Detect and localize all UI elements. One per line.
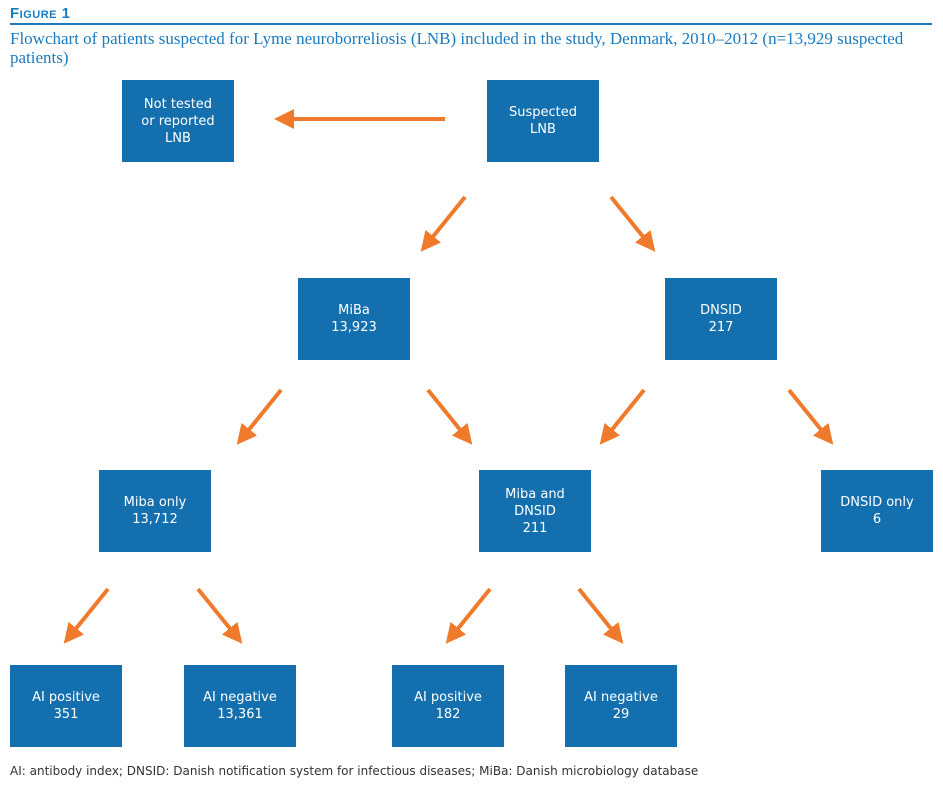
node-value: 182 — [435, 707, 461, 722]
node-dnsid-only: DNSID only 6 — [821, 470, 933, 552]
node-ai-positive-miba-and-dnsid: AI positive 182 — [392, 665, 504, 747]
arrow-suspected-to-dnsid — [609, 195, 656, 252]
arrow-dnsid-to-miba-and-dnsid — [599, 388, 646, 445]
node-label: Suspected LNB — [508, 105, 577, 137]
node-label: Miba and DNSID — [505, 486, 565, 519]
node-value: 6 — [872, 512, 882, 527]
node-miba-and-dnsid: Miba and DNSID 211 — [479, 470, 591, 552]
arrow-miba-and-dnsid-to-ai-pos-2 — [445, 587, 492, 644]
figure-label: Figure 1 — [10, 5, 71, 22]
node-label: DNSID only — [840, 495, 914, 510]
arrow-miba-and-dnsid-to-ai-neg-2 — [577, 587, 624, 644]
node-label: AI negative — [203, 690, 277, 705]
footnote: AI: antibody index; DNSID: Danish notifi… — [10, 764, 699, 778]
node-ai-negative-miba-only: AI negative 13,361 — [184, 665, 296, 747]
figure-caption: Flowchart of patients suspected for Lyme… — [10, 29, 904, 67]
node-value: 217 — [708, 320, 734, 335]
arrow-suspected-to-miba — [420, 195, 467, 252]
node-value: 13,361 — [217, 707, 263, 722]
node-ai-positive-miba-only: AI positive 351 — [10, 665, 122, 747]
node-label: AI negative — [584, 690, 658, 705]
node-ai-negative-miba-and-dnsid: AI negative 29 — [565, 665, 677, 747]
arrow-dnsid-to-dnsid-only — [787, 388, 834, 445]
node-miba-only: Miba only 13,712 — [99, 470, 211, 552]
arrow-miba-to-miba-and-dnsid — [426, 388, 473, 445]
node-label: AI positive — [414, 690, 482, 705]
title-rule — [10, 23, 932, 25]
node-label: DNSID — [700, 303, 742, 318]
node-value: 13,923 — [331, 320, 377, 335]
node-label: MiBa — [338, 303, 370, 318]
node-not-tested: Not tested or reported LNB — [122, 80, 234, 162]
arrow-miba-to-miba-only — [236, 388, 283, 445]
node-dnsid: DNSID 217 — [665, 278, 777, 360]
node-value: 351 — [53, 707, 79, 722]
node-value: 29 — [612, 707, 630, 722]
arrow-miba-only-to-ai-neg-1 — [196, 587, 243, 644]
node-label: AI positive — [32, 690, 100, 705]
arrow-miba-only-to-ai-pos-1 — [63, 587, 110, 644]
node-miba: MiBa 13,923 — [298, 278, 410, 360]
node-value: 211 — [522, 520, 548, 536]
node-label: Not tested or reported LNB — [141, 96, 215, 146]
node-value: 13,712 — [132, 512, 178, 527]
node-label: Miba only — [123, 495, 187, 510]
node-suspected-lnb: Suspected LNB — [487, 80, 599, 162]
